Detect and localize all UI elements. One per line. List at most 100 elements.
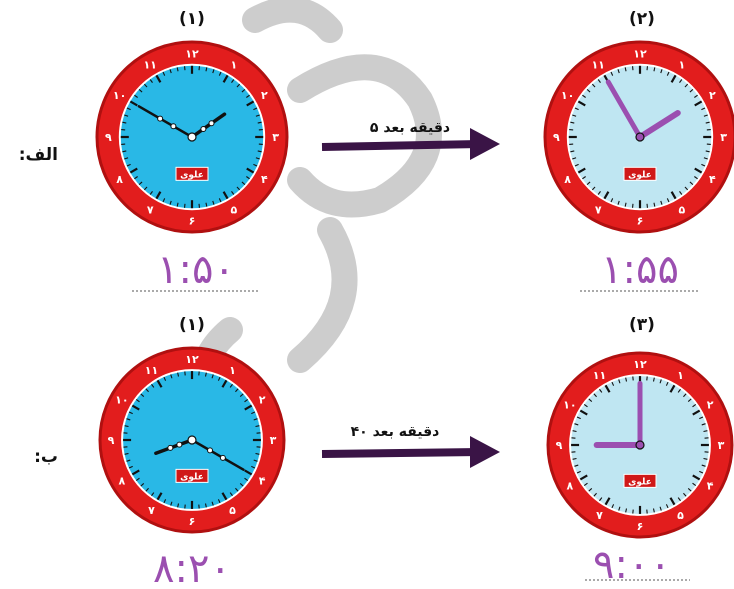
clock-tick <box>156 492 163 501</box>
clock-tick <box>176 67 179 72</box>
clock-tick <box>703 157 708 160</box>
clock-tick <box>122 121 127 124</box>
dial-number: ۸ <box>564 173 571 186</box>
clock-tick <box>155 74 162 83</box>
clock-tick <box>576 470 581 474</box>
dial-number: ۲ <box>709 89 716 102</box>
clock-tick <box>652 377 655 382</box>
clock-tick <box>597 79 601 83</box>
clock-tick <box>212 200 215 205</box>
clock-tick <box>588 398 593 402</box>
clock-tick <box>222 191 229 200</box>
clock-tick <box>244 404 253 411</box>
hand-ornament <box>176 441 183 448</box>
clock-tick <box>625 508 628 513</box>
clock-tick <box>701 107 706 111</box>
clock-tick <box>217 376 221 381</box>
clock-tick <box>604 384 611 393</box>
row-label-alef: :الف <box>19 145 58 165</box>
clock-tick <box>624 67 627 72</box>
hour-hand <box>637 110 681 140</box>
clock-tick <box>660 200 663 205</box>
clock-tick <box>669 497 676 506</box>
clock-tick <box>579 409 588 416</box>
dial-number: ۴ <box>709 173 716 186</box>
clock-tick <box>151 383 155 388</box>
clock-tick <box>593 492 597 497</box>
clock-tick <box>253 418 258 421</box>
clock-tick <box>134 94 138 98</box>
dial-number: ۱۲ <box>185 47 199 60</box>
clock-tick <box>177 503 180 508</box>
clock-tick <box>124 114 129 117</box>
clock-tick <box>670 74 677 83</box>
dial-number: ۱ <box>230 59 237 72</box>
dial-number: ۴ <box>707 479 714 492</box>
clock-tick <box>163 376 167 381</box>
clock-tick <box>205 67 208 72</box>
clock-tick <box>665 504 669 509</box>
dial-number: ۹ <box>108 434 115 447</box>
clock-tick <box>229 492 233 497</box>
clock-tick <box>236 83 241 88</box>
clock-tick <box>169 200 172 205</box>
dial-number: ۸ <box>116 173 123 186</box>
clock-tick <box>694 100 703 107</box>
clock-tick <box>624 202 627 207</box>
clock-tick <box>257 150 262 153</box>
dial-number: ۳ <box>718 439 725 452</box>
dial-number: ۱۱ <box>591 59 604 72</box>
clock-tick <box>570 150 575 153</box>
clock-tick <box>572 157 577 160</box>
clock-tick <box>177 372 180 377</box>
center-pin <box>187 132 197 142</box>
clock-tick <box>576 416 581 420</box>
hand-ornament <box>219 454 226 461</box>
clock-tick <box>586 88 591 93</box>
clock-tick <box>618 379 621 384</box>
clock-tick <box>131 469 140 476</box>
dial-number: ۶ <box>637 520 644 533</box>
dial-number: ۴ <box>261 173 268 186</box>
clock-tick <box>255 114 260 117</box>
clock-tick <box>124 425 129 428</box>
clock-tick <box>143 83 148 88</box>
dial-number: ۱۱ <box>143 59 156 72</box>
clock-tick <box>246 176 250 180</box>
clock-tick <box>231 191 235 195</box>
dial-number: ۴ <box>259 474 266 487</box>
clock-tick <box>588 488 593 492</box>
clock-tick <box>241 88 246 93</box>
clock-tick <box>677 497 681 502</box>
clock-tick <box>126 459 131 462</box>
dial-number: ۱ <box>678 59 685 72</box>
clock-tick <box>679 191 683 195</box>
clock-tick <box>217 499 221 504</box>
clock-tick <box>703 114 708 117</box>
clock-tick <box>599 497 603 502</box>
clock-tick <box>694 167 703 174</box>
clock-tick <box>659 506 662 511</box>
clock-number-label: (۳) <box>629 315 655 335</box>
dial-number: ۵ <box>677 509 684 522</box>
clock-tick <box>236 186 241 191</box>
dial-number: ۱۰ <box>115 394 128 407</box>
dial-number: ۳ <box>272 131 279 144</box>
clock-tick <box>579 474 588 481</box>
clock-tick <box>246 100 255 107</box>
clock-tick <box>170 501 173 506</box>
clock-tick <box>129 100 138 107</box>
clock-tick <box>574 107 579 111</box>
clock-tick <box>574 464 579 467</box>
clock-tick <box>617 200 620 205</box>
dial-number: ۲ <box>259 394 266 407</box>
clock-tick <box>577 100 586 107</box>
clock-tick <box>135 399 140 403</box>
clock-tick <box>597 191 601 195</box>
clock-tick <box>257 121 262 124</box>
clock-tick <box>582 94 586 98</box>
clock-tick <box>591 186 596 191</box>
dial-number: ۹ <box>553 131 560 144</box>
